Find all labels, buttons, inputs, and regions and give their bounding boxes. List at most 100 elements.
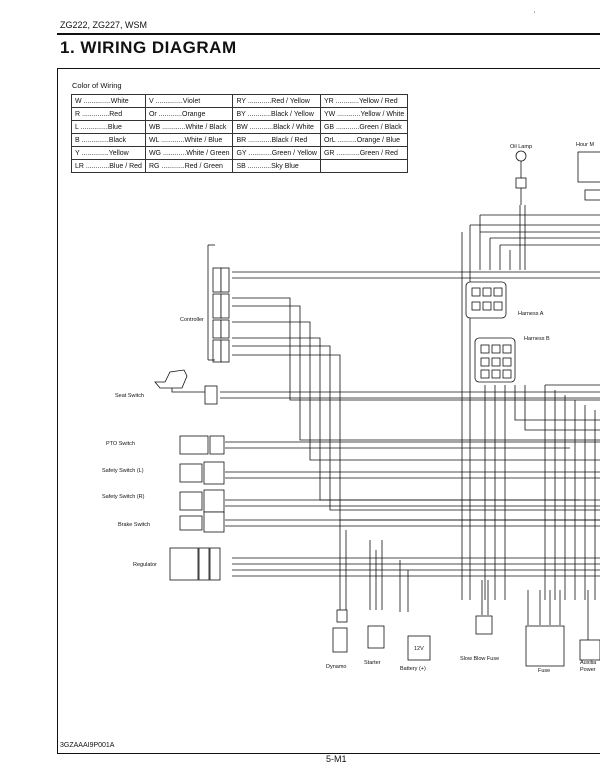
leader-dots: ............: [245, 110, 271, 118]
color-cell: RG ............Red / Green: [144, 159, 234, 173]
color-code: SB: [236, 162, 246, 170]
leader-dots: ..............: [79, 149, 109, 157]
color-name: Red: [109, 110, 123, 118]
leader-dots: ............: [156, 110, 183, 118]
leader-dots: ..............: [153, 97, 183, 105]
hour-meter-connector: [584, 189, 600, 201]
controller-connector-2b: [220, 293, 230, 319]
color-name: Green / Red: [359, 149, 398, 157]
color-name: Blue: [107, 123, 122, 131]
battery-label: Battery (+): [400, 666, 426, 672]
pin: [480, 357, 490, 367]
color-of-wiring-title: Color of Wiring: [72, 81, 122, 90]
color-name: White / Green: [186, 149, 230, 157]
color-cell: LR ............Blue / Red: [71, 159, 146, 173]
leader-dots: ............: [159, 162, 185, 170]
slow-blow-fuse-label: Slow Blow Fuse: [460, 656, 500, 662]
starter-icon: [367, 625, 385, 649]
pin: [502, 369, 512, 379]
dynamo-label: Dynamo: [326, 664, 347, 670]
color-cell: R ..............Red: [71, 107, 146, 121]
color-name: Red / Green: [184, 162, 223, 170]
color-cell: SB ............Sky Blue: [232, 159, 321, 173]
hour-meter-label: Hour M: [576, 142, 595, 148]
color-cell: W ..............White: [71, 94, 146, 108]
leader-dots: ............: [245, 162, 272, 170]
brake-switch-connector: [203, 511, 225, 533]
color-code: GR: [323, 149, 335, 157]
hour-meter-icon: [577, 151, 600, 183]
seat-icon: [154, 369, 188, 389]
pin: [471, 287, 481, 297]
leader-dots: ............: [334, 123, 360, 131]
leader-dots: ............: [245, 97, 272, 105]
drawing-code: 3GZAAAI9P001A: [60, 742, 115, 749]
leader-dots: ..............: [79, 136, 109, 144]
color-name: White / Blue: [184, 136, 223, 144]
wire: [171, 388, 205, 393]
wire: [232, 321, 600, 461]
oil-lamp-icon: [515, 150, 527, 162]
color-code: YW: [323, 110, 336, 118]
controller-connector-1b: [220, 267, 230, 293]
pin: [482, 301, 492, 311]
color-code: R: [75, 110, 81, 118]
controller-connector-1: [212, 267, 222, 293]
color-name: Black / White: [273, 123, 314, 131]
pin: [491, 369, 501, 379]
model-header: ZG222, ZG227, WSM: [60, 20, 148, 30]
color-code: L: [75, 123, 79, 131]
color-code: V: [148, 97, 154, 105]
leader-dots: ............: [83, 162, 110, 170]
power-label: Power: [580, 667, 596, 673]
color-name: Orange: [182, 110, 206, 118]
pto-switch-label: PTO Switch: [106, 441, 135, 447]
wire: [514, 385, 600, 421]
color-name: Green / Black: [359, 123, 402, 131]
color-code: YR: [323, 97, 334, 105]
diagram-frame: [57, 68, 600, 754]
oil-lamp-connector: [515, 177, 527, 189]
wire: [232, 345, 600, 511]
regulator-body: [169, 547, 199, 581]
color-name: Blue / Red: [109, 162, 142, 170]
controller-connector-3b: [220, 319, 230, 339]
fuse-box-icon: [525, 625, 565, 667]
color-name: Black / Yellow: [271, 110, 314, 118]
harness-b-label: Harness B: [524, 336, 550, 342]
leader-dots: ..............: [78, 123, 108, 131]
slow-blow-fuse-icon: [475, 615, 493, 635]
safety-switch-r-connector: [203, 489, 225, 513]
leader-dots: ............: [160, 123, 186, 131]
color-code: LR: [75, 162, 84, 170]
color-code: WB: [148, 123, 161, 131]
leader-dots: ..............: [80, 110, 110, 118]
color-name: Yellow: [108, 149, 129, 157]
wire: [232, 305, 600, 441]
safety-switch-l-connector: [203, 461, 225, 485]
dynamo-connector: [336, 609, 348, 623]
leader-dots: ..........: [335, 136, 357, 144]
leader-dots: ............: [335, 110, 361, 118]
pin: [493, 287, 503, 297]
controller-connector-4b: [220, 339, 230, 363]
regulator-connector-b: [209, 547, 221, 581]
color-cell: GB ............Green / Black: [319, 120, 409, 134]
color-name: White: [110, 97, 129, 105]
color-name: Orange / Blue: [356, 136, 400, 144]
color-name: Yellow / White: [360, 110, 405, 118]
regulator-connector: [198, 547, 210, 581]
battery-icon: [407, 635, 431, 661]
auxiliary-power-icon: [579, 639, 600, 661]
controller-connector-2: [212, 293, 222, 319]
color-code: GB: [323, 123, 335, 131]
controller-connector-3: [212, 319, 222, 339]
pin: [482, 287, 492, 297]
leader-dots: ............: [246, 136, 272, 144]
stray-mark: ': [534, 12, 536, 18]
harness-a-connector: [465, 281, 507, 319]
color-name: Black / Red: [271, 136, 308, 144]
